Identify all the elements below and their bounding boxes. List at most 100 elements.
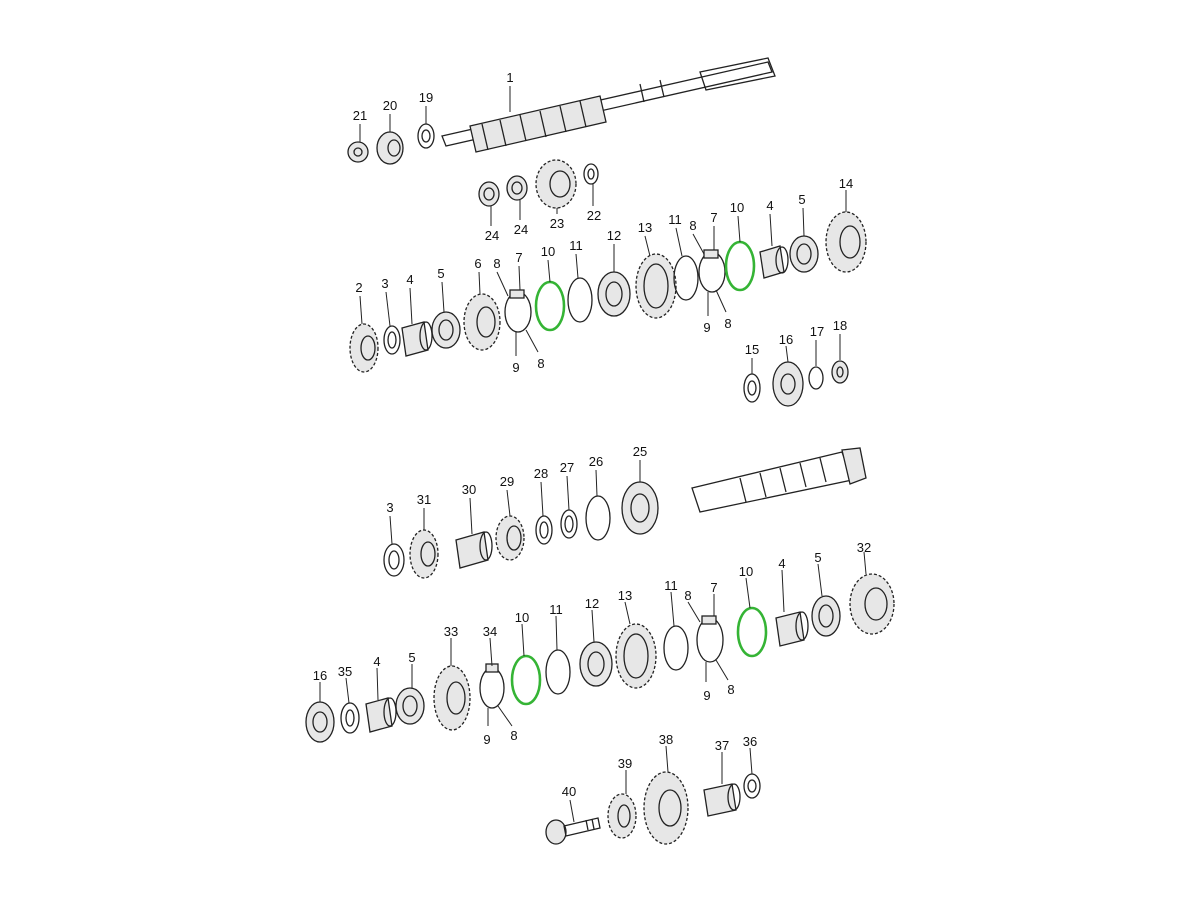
- needle-bearing-5b: [789, 235, 819, 273]
- callout-3b: 3: [386, 500, 393, 515]
- synchro-ring-10c: [510, 654, 542, 706]
- washer-19: [417, 123, 435, 149]
- needle-bearing-24b: [506, 175, 528, 201]
- gear-32: [849, 573, 895, 635]
- callout-11a: 11: [569, 238, 583, 253]
- callout-5c: 5: [408, 650, 415, 665]
- callout-10c: 10: [515, 610, 529, 625]
- callout-8f: 8: [510, 728, 517, 743]
- callout-14: 14: [839, 176, 853, 191]
- callout-10a: 10: [541, 244, 555, 259]
- synchro-ring-10b: [724, 240, 756, 292]
- callout-33: 33: [444, 624, 458, 639]
- sleeve-13a: [635, 253, 677, 319]
- callout-9d: 9: [703, 688, 710, 703]
- gear-23: [535, 159, 577, 209]
- callout-2: 2: [355, 280, 362, 295]
- circlip-26: [585, 495, 611, 541]
- needle-bearing-5a: [431, 311, 461, 349]
- callout-32: 32: [857, 540, 871, 555]
- callout-8d: 8: [724, 316, 731, 331]
- washer-3a: [383, 325, 401, 355]
- callout-24b: 24: [514, 222, 528, 237]
- callout-8e: 8: [684, 588, 691, 603]
- needle-bearing-24a: [478, 181, 500, 207]
- circlip-11a: [567, 277, 593, 323]
- callout-4a: 4: [406, 272, 413, 287]
- callout-4c: 4: [373, 654, 380, 669]
- callout-30: 30: [462, 482, 476, 497]
- callout-12a: 12: [607, 228, 621, 243]
- washer-22: [583, 163, 599, 185]
- nut-18: [831, 360, 849, 384]
- callout-40: 40: [562, 784, 576, 799]
- callout-10b: 10: [730, 200, 744, 215]
- bushing-37: [703, 783, 741, 817]
- callout-13a: 13: [638, 220, 652, 235]
- callout-7b: 7: [710, 210, 717, 225]
- callout-34: 34: [483, 624, 497, 639]
- gear-20: [376, 131, 404, 165]
- washer-3b: [383, 543, 405, 577]
- callout-5a: 5: [437, 266, 444, 281]
- gear-31: [409, 529, 439, 579]
- callout-18: 18: [833, 318, 847, 333]
- callout-11c: 11: [549, 602, 563, 617]
- callout-9a: 9: [512, 360, 519, 375]
- callout-26: 26: [589, 454, 603, 469]
- circlip-11b: [673, 255, 699, 301]
- synchro-ring-10d: [736, 606, 768, 658]
- callouts: 1 21 20 19 24 24 23 22 2 3 4 5 6 8 7 10 …: [313, 70, 871, 823]
- synchro-hub-12b: [579, 641, 613, 687]
- bolt-40: [545, 817, 601, 845]
- callout-35: 35: [338, 664, 352, 679]
- synchro-7-8-9b: [698, 249, 726, 293]
- callout-21: 21: [353, 108, 367, 123]
- main-shaft: [441, 57, 776, 153]
- bushing-30: [455, 531, 493, 569]
- gear-39: [607, 793, 637, 839]
- callout-4b: 4: [766, 198, 773, 213]
- synchro-34: [479, 663, 505, 709]
- callout-8a: 8: [493, 256, 500, 271]
- callout-39: 39: [618, 756, 632, 771]
- callout-1: 1: [506, 70, 513, 85]
- washer-27: [560, 509, 578, 539]
- callout-16b: 16: [313, 668, 327, 683]
- callout-15: 15: [745, 342, 759, 357]
- callout-29: 29: [500, 474, 514, 489]
- callout-3a: 3: [381, 276, 388, 291]
- synchro-7-8-9c: [696, 615, 724, 663]
- callout-7c: 7: [710, 580, 717, 595]
- callout-37: 37: [715, 738, 729, 753]
- callout-9c: 9: [483, 732, 490, 747]
- callout-27: 27: [560, 460, 574, 475]
- callout-19: 19: [419, 90, 433, 105]
- callout-28: 28: [534, 466, 548, 481]
- callout-36: 36: [743, 734, 757, 749]
- gear-14: [825, 211, 867, 273]
- callout-6: 6: [474, 256, 481, 271]
- needle-bearing-5c: [395, 687, 425, 725]
- synchro-ring-10a: [534, 280, 566, 332]
- callout-5b: 5: [798, 192, 805, 207]
- washer-15: [743, 373, 761, 403]
- callout-17: 17: [810, 324, 824, 339]
- bushing-4d: [775, 611, 809, 647]
- washer-35: [340, 702, 360, 734]
- callout-10d: 10: [739, 564, 753, 579]
- callout-11d: 11: [664, 578, 678, 593]
- callout-20: 20: [383, 98, 397, 113]
- callout-11b: 11: [668, 212, 682, 227]
- callout-9b: 9: [703, 320, 710, 335]
- needle-bearing-5d: [811, 595, 841, 637]
- gear-29: [495, 515, 525, 561]
- callout-8b: 8: [689, 218, 696, 233]
- callout-7a: 7: [515, 250, 522, 265]
- callout-25: 25: [633, 444, 647, 459]
- washer-17: [808, 366, 824, 390]
- gear-38: [643, 771, 689, 845]
- washer-28: [535, 515, 553, 545]
- gear-2: [349, 323, 379, 373]
